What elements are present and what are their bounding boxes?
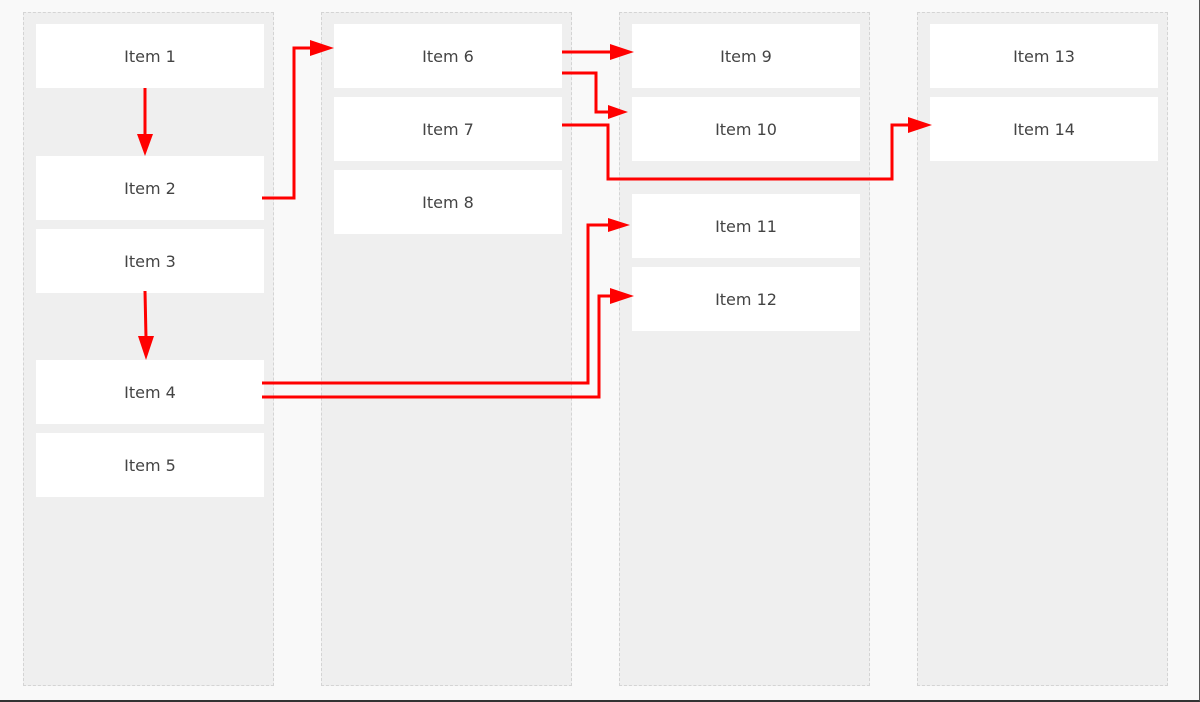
item-4[interactable]: Item 4: [36, 360, 264, 424]
item-5[interactable]: Item 5: [36, 433, 264, 497]
item-6[interactable]: Item 6: [334, 24, 562, 88]
item-2[interactable]: Item 2: [36, 156, 264, 220]
item-11[interactable]: Item 11: [632, 194, 860, 258]
item-12[interactable]: Item 12: [632, 267, 860, 331]
column-1: [23, 12, 274, 686]
item-10[interactable]: Item 10: [632, 97, 860, 161]
item-9[interactable]: Item 9: [632, 24, 860, 88]
item-14[interactable]: Item 14: [930, 97, 1158, 161]
item-8[interactable]: Item 8: [334, 170, 562, 234]
item-13[interactable]: Item 13: [930, 24, 1158, 88]
item-3[interactable]: Item 3: [36, 229, 264, 293]
item-7[interactable]: Item 7: [334, 97, 562, 161]
item-1[interactable]: Item 1: [36, 24, 264, 88]
